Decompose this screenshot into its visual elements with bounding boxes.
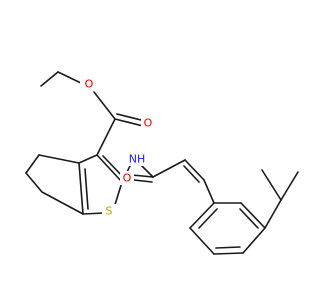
bond-c3a-c4 (38, 154, 80, 164)
molecule-canvas: O O NH O S (25, 71, 299, 255)
oxygen-ether-label: O (85, 78, 94, 91)
bond-alpha-beta-b (183, 165, 200, 183)
bond-isopropyl-me1 (261, 169, 282, 201)
bond-c7a-c3a-a (78, 162, 84, 215)
label-bg-o-amide (120, 171, 134, 185)
bond-ar-inner-3 (239, 208, 259, 229)
bond-ar-inner-2 (215, 246, 241, 249)
bond-amide-carbonyl-a (131, 174, 154, 178)
label-bg-nh (127, 152, 147, 166)
sulfur-thiophene-label: S (106, 205, 113, 218)
bond-c2-s (113, 181, 123, 209)
bond-c3-c2-a (96, 154, 123, 183)
bond-ar5-ar6 (240, 202, 266, 229)
bond-ar4-ar5 (242, 227, 266, 254)
bond-c3a-c3 (78, 154, 98, 164)
bond-isopropyl-me2 (280, 171, 299, 201)
bond-c3-ester-carbon (96, 118, 116, 156)
bond-c4-c5 (25, 154, 40, 174)
bond-beta-ring (203, 179, 215, 204)
bond-carbonyl-alpha (152, 159, 186, 178)
bond-alpha-beta-a (184, 159, 205, 181)
bond-c5-c6 (25, 172, 43, 193)
bond-o-ester-carbon (93, 91, 116, 120)
oxygen-carbonyl-label: O (144, 117, 153, 130)
bond-ester-carbonyl-a (114, 118, 144, 127)
atom-labels: O O NH O S (80, 77, 155, 218)
bond-n-carbonyl (141, 165, 154, 178)
bond-amide-carbonyl-b (133, 179, 153, 183)
bond-ar1-ar2 (189, 202, 215, 229)
bond-ester-carbonyl-b (116, 113, 146, 122)
bond-s-c7a (82, 212, 105, 215)
bond-c6-c7a (41, 191, 84, 215)
bond-ring-isopropyl (264, 199, 282, 229)
bond-ar3-ar4 (213, 252, 244, 255)
label-bg-s (102, 204, 116, 218)
bond-c7a-c3a-b (84, 168, 89, 210)
label-bg-o-carbonyl (141, 116, 155, 130)
oxygen-amide-label: O (123, 172, 132, 185)
nitrogen-amide-label: NH (129, 153, 146, 166)
bond-ar-inner-1 (198, 208, 218, 229)
bond-ethyl-ch3-ch2 (40, 71, 59, 87)
label-bg-o-ether (80, 77, 94, 91)
bonds (25, 71, 299, 255)
bond-ethyl-ch2-o (57, 71, 84, 85)
bond-ar2-ar3 (189, 227, 215, 255)
molecule-structure: O O NH O S (25, 71, 299, 255)
